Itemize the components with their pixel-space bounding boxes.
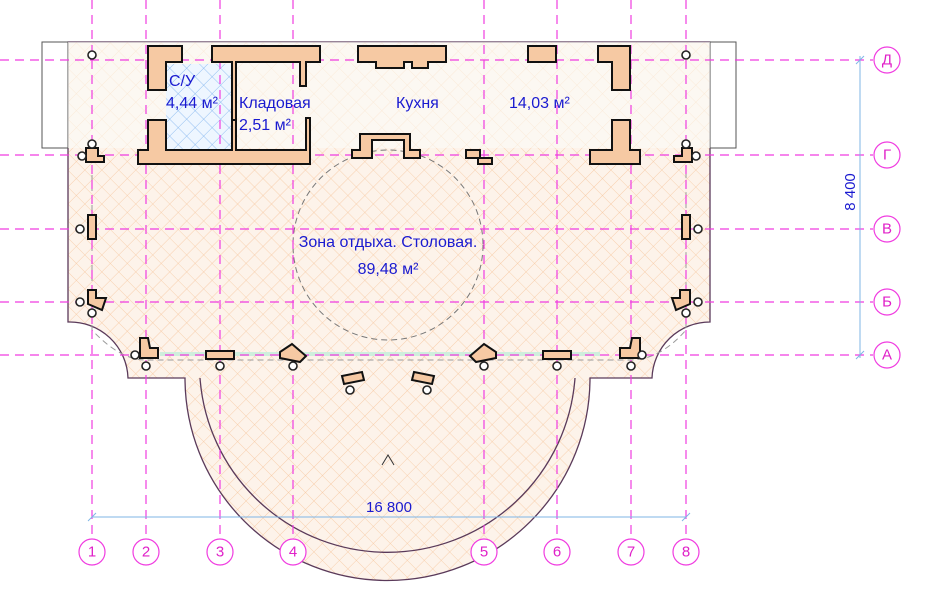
svg-text:5: 5 <box>480 544 488 561</box>
axis-marker-g: Г <box>873 141 901 169</box>
axis-marker-7: 7 <box>617 538 645 566</box>
svg-text:8: 8 <box>682 544 690 561</box>
axis-marker-1: 1 <box>78 538 106 566</box>
room-name: Кухня <box>396 95 439 112</box>
svg-text:В: В <box>882 221 892 238</box>
svg-text:2: 2 <box>142 544 150 561</box>
axis-marker-d: Д <box>873 46 901 74</box>
room-name: Зона отдыха. Столовая. <box>299 234 478 251</box>
svg-text:Г: Г <box>883 147 891 164</box>
svg-text:Д: Д <box>882 52 892 69</box>
axis-markers-vertical: 1 2 3 4 5 6 7 8 <box>78 538 700 566</box>
axis-marker-2: 2 <box>132 538 160 566</box>
svg-text:Б: Б <box>882 294 892 311</box>
walls <box>85 45 693 386</box>
room-bathroom: С/У 4,44 м² <box>166 73 219 112</box>
dimension-width: 16 800 <box>87 499 691 522</box>
svg-text:3: 3 <box>216 544 224 561</box>
room-lounge: Зона отдыха. Столовая. 89,48 м² <box>299 234 478 278</box>
room-area: 14,03 м² <box>509 95 570 112</box>
room-name: С/У <box>169 73 196 90</box>
room-name: Кладовая <box>239 95 311 112</box>
svg-text:4: 4 <box>289 544 297 561</box>
dimension-depth-label: 8 400 <box>842 173 859 211</box>
axis-marker-4: 4 <box>279 538 307 566</box>
room-storage: Кладовая 2,51 м² <box>239 95 311 134</box>
columns <box>75 50 703 395</box>
room-area: 4,44 м² <box>166 95 219 112</box>
dimension-depth: 8 400 <box>842 55 865 360</box>
axis-marker-a: А <box>873 341 901 369</box>
svg-text:1: 1 <box>88 544 96 561</box>
dimension-width-label: 16 800 <box>366 499 412 516</box>
axis-marker-b: Б <box>873 288 901 316</box>
axis-marker-5: 5 <box>470 538 498 566</box>
axis-marker-6: 6 <box>543 538 571 566</box>
svg-text:А: А <box>882 347 892 364</box>
axis-marker-3: 3 <box>206 538 234 566</box>
svg-text:6: 6 <box>553 544 561 561</box>
room-area: 2,51 м² <box>239 117 292 134</box>
axis-markers-horizontal: Д Г В Б А <box>873 46 901 369</box>
axis-marker-v: В <box>873 215 901 243</box>
svg-text:7: 7 <box>627 544 635 561</box>
room-area: 89,48 м² <box>358 261 419 278</box>
room-kitchen: Кухня 14,03 м² <box>396 95 570 112</box>
axis-marker-8: 8 <box>672 538 700 566</box>
